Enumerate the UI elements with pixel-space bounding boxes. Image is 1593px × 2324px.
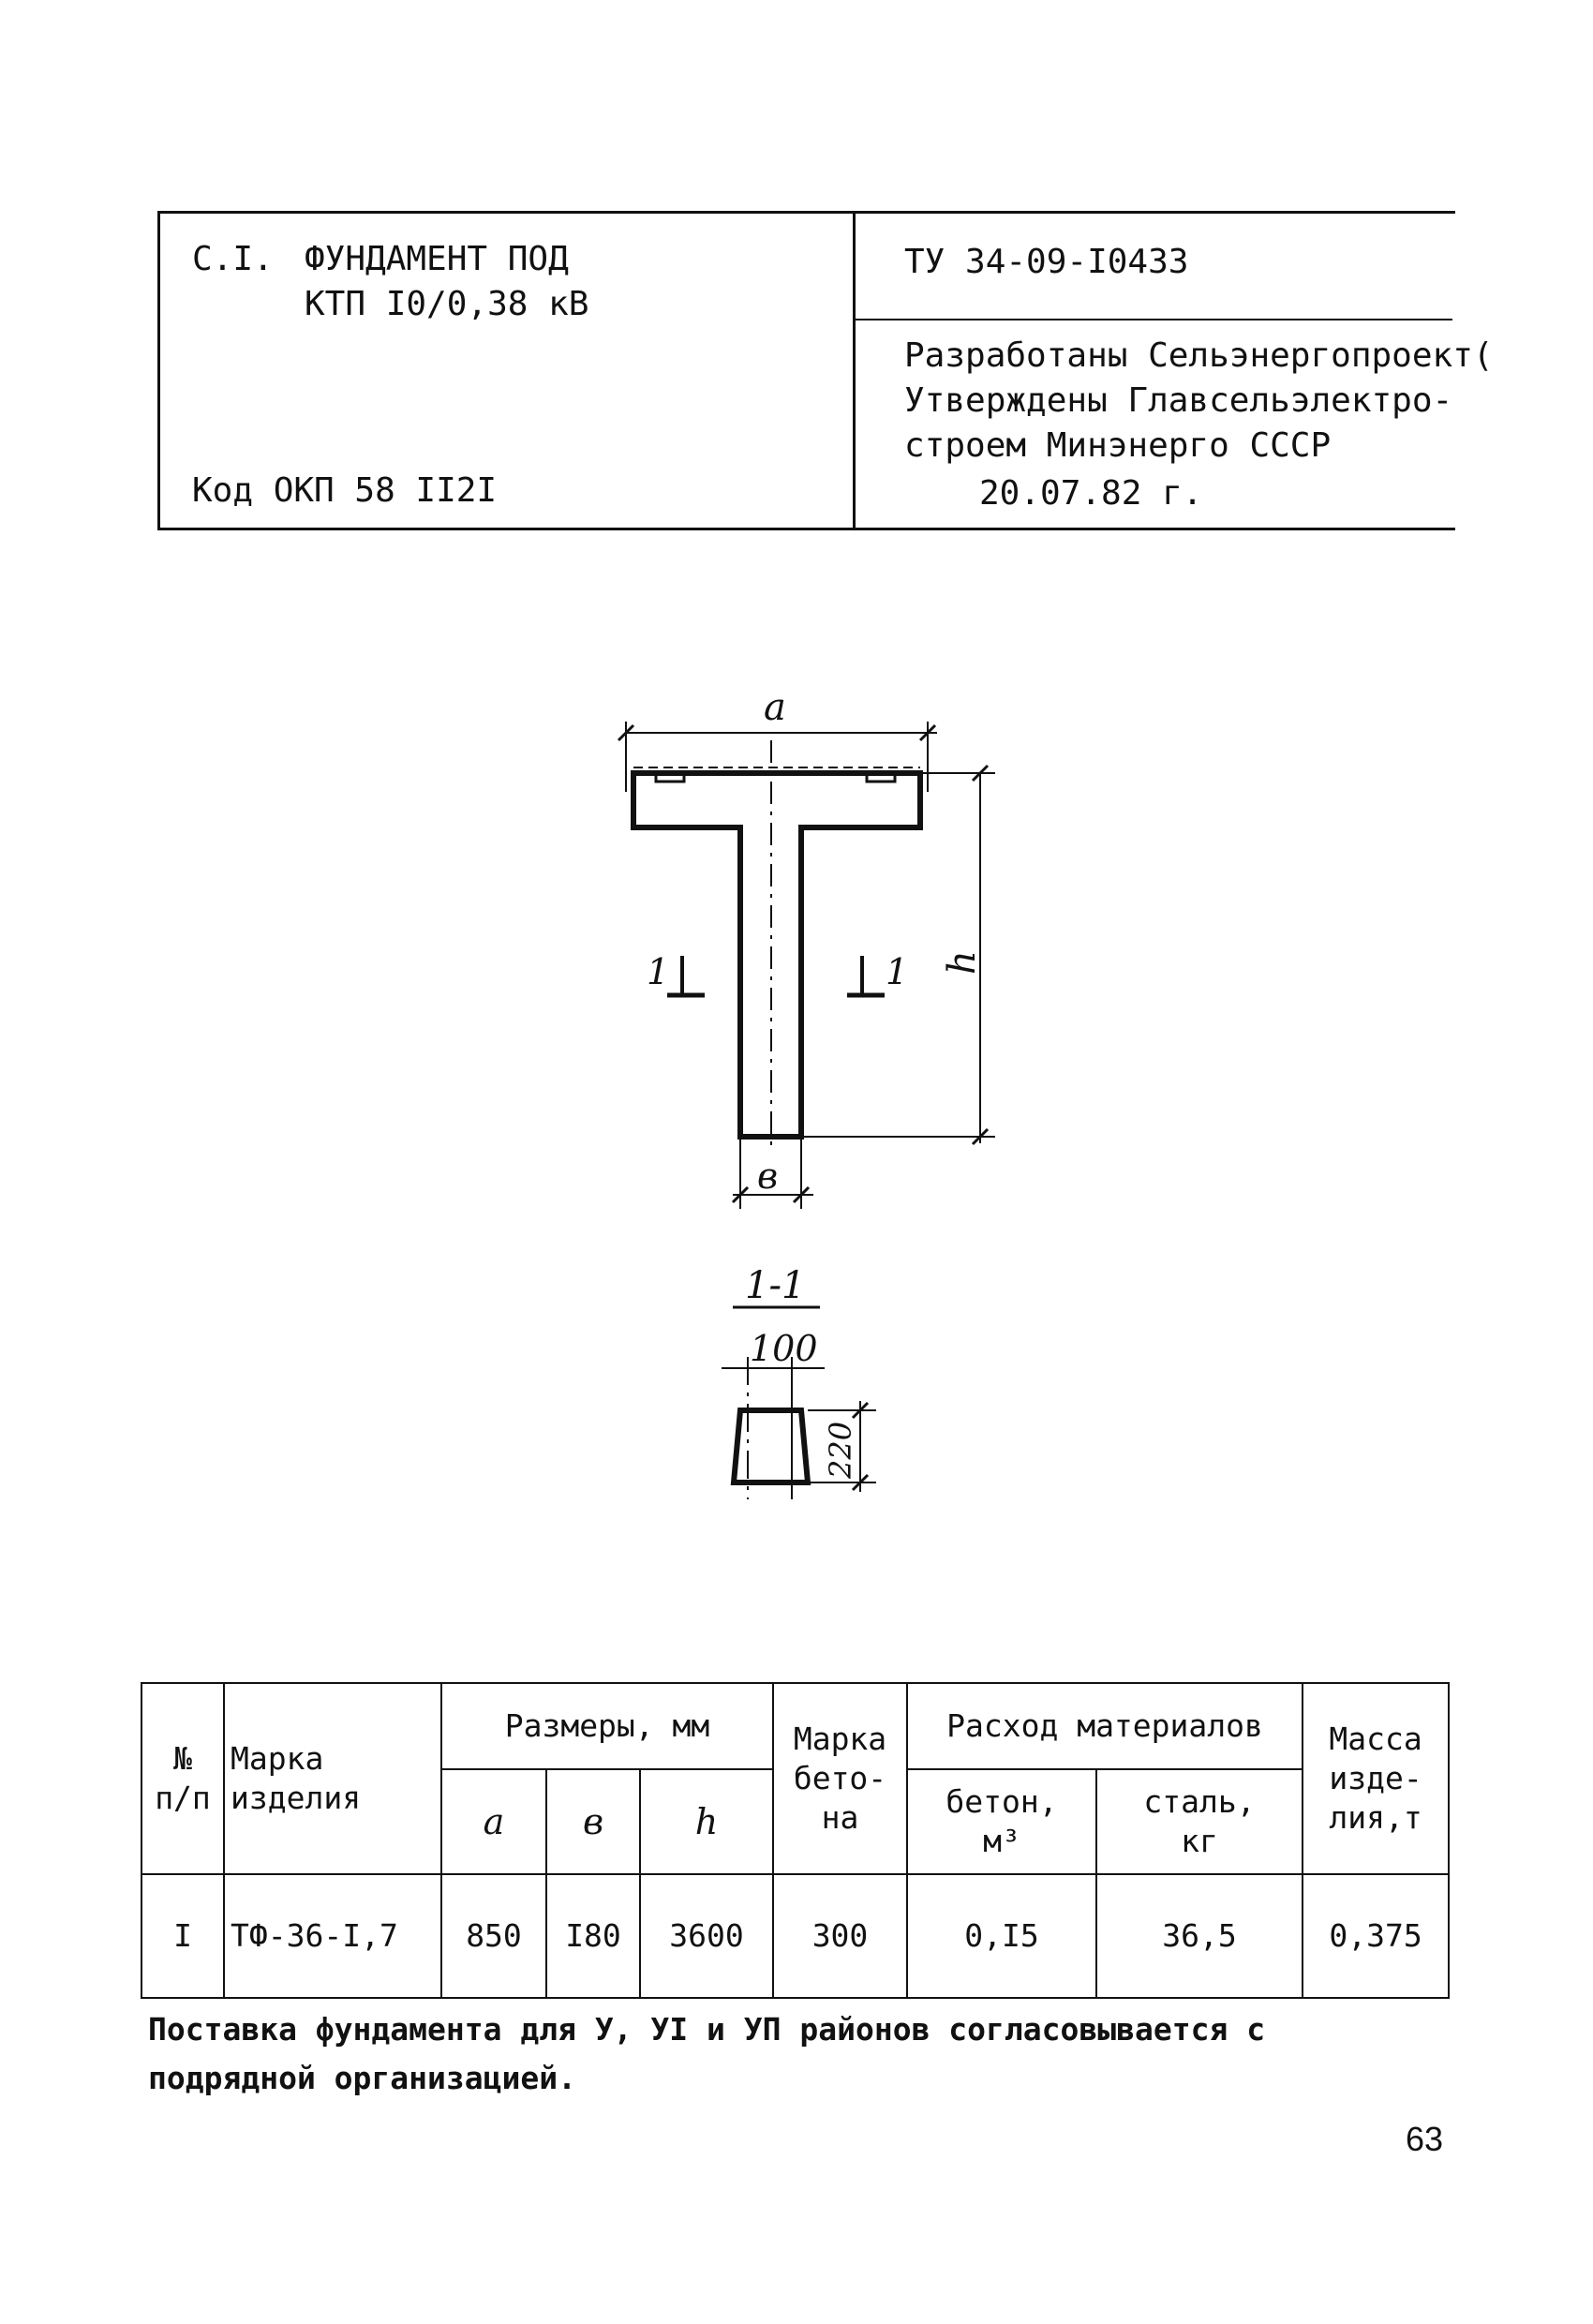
section-height-label: 220 [823,1422,858,1480]
approved-by-org: строем Минэнерго СССР [904,426,1332,465]
cell-mass: 0,375 [1302,1873,1451,1999]
cut-mark-left: 1 [647,951,669,992]
tu-number: ТУ 34-09-I0433 [904,243,1189,281]
section-number: С.I. [192,240,274,278]
header-mass: Масса изде- лия,т [1302,1682,1451,1875]
cell-steel: 36,5 [1094,1873,1304,1999]
cell-concrete: 0,I5 [906,1873,1097,1999]
document-title-line2: КТП I0/0,38 кВ [305,285,589,323]
t-foundation-outline [631,770,923,1140]
page-number: 63 [1406,2120,1444,2158]
cell-mark: ТФ-36-I,7 [223,1873,442,1999]
foundation-drawing: a h в 1 1 1-1 100 220 [617,686,995,1499]
cut-mark-right: 1 [886,951,908,992]
cell-b: I80 [545,1873,641,1999]
cell-concrete-grade: 300 [772,1873,908,1999]
header-divider-vertical [853,211,856,528]
dim-h-label: h [941,950,984,975]
approval-date: 20.07.82 г. [979,474,1203,513]
header-dim-a: a [440,1768,547,1875]
cell-num: I [141,1873,225,1999]
header-num: № п/п [141,1682,225,1875]
header-divider-horizontal [856,319,1452,320]
header-materials: Расход материалов [905,1682,1304,1770]
section-outline [730,1408,811,1485]
cell-a: 850 [440,1873,547,1999]
header-concrete: бетон, м³ [906,1768,1097,1875]
dim-b-label: в [757,1155,778,1197]
approved-by: Утверждены Главсельэлектро- [904,381,1453,420]
header-dim-h: h [639,1768,774,1875]
footnote: Поставка фундамента для У, УI и УП район… [148,2011,1266,2096]
section-width-label: 100 [750,1328,818,1369]
document-title-line1: ФУНДАМЕНТ ПОД [305,240,569,278]
header-steel: сталь, кг [1094,1768,1304,1875]
header-box [157,211,1455,530]
developed-by: Разработаны Сельэнергопроект( [904,336,1494,375]
table-row: I ТФ-36-I,7 850 I80 3600 300 0,I5 36,5 0… [141,1873,1451,1999]
section-title: 1-1 [745,1264,805,1307]
dim-a-label: a [764,686,786,729]
cell-h: 3600 [639,1873,774,1999]
header-dimensions: Размеры, мм [440,1682,774,1770]
header-mark: Марка изделия [223,1682,442,1875]
okp-code: Код ОКП 58 II2I [192,471,498,510]
header-dim-b: в [545,1768,641,1875]
header-concrete-grade: Марка бето- на [772,1682,908,1875]
specification-table: № п/п Марка изделия Размеры, мм Марка бе… [141,1682,1451,1999]
